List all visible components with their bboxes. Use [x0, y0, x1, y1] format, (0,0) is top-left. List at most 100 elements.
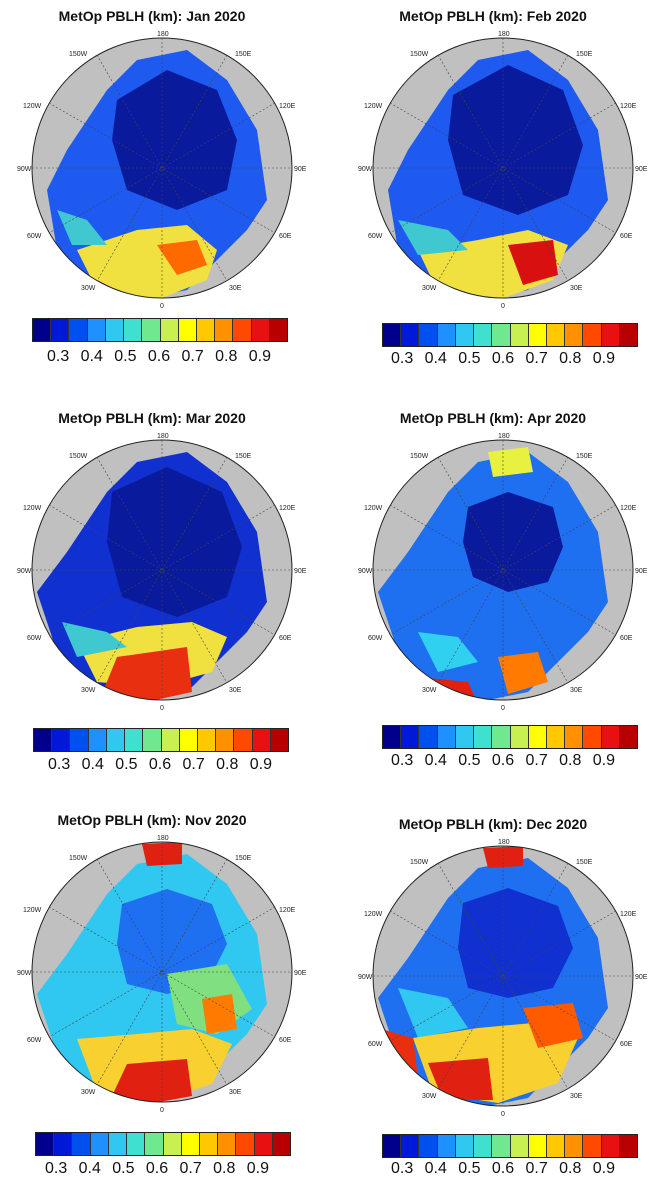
colorbar-tick: 0.6 — [145, 1160, 169, 1177]
colorbar-cell — [583, 1135, 602, 1157]
colorbar-cell — [474, 726, 493, 748]
colorbar-tick: 0.4 — [424, 752, 447, 769]
lon-label-120w: 120W — [364, 505, 383, 512]
colorbar-cell — [546, 324, 566, 346]
colorbar-cell — [437, 726, 456, 748]
lon-label-180: 180 — [498, 839, 510, 846]
lon-label-30w: 30W — [81, 285, 96, 292]
lon-label-150e: 150E — [235, 453, 252, 460]
colorbar-cell — [272, 1133, 291, 1155]
lon-label-0: 0 — [160, 303, 164, 310]
colorbar-ticks: 0.3 0.4 0.5 0.6 0.7 0.8 0.9 — [391, 752, 615, 770]
lon-label-150e: 150E — [576, 51, 593, 58]
lon-label-30e: 30E — [570, 687, 583, 694]
colorbar-cell — [383, 726, 402, 748]
lon-label-120w: 120W — [364, 103, 383, 110]
colorbar-cell — [528, 1135, 547, 1157]
colorbar-tick: 0.7 — [525, 350, 548, 367]
colorbar-cell — [455, 1135, 475, 1157]
colorbar-cell — [69, 319, 88, 341]
colorbar-cell — [178, 319, 197, 341]
lon-label-60e: 60E — [279, 635, 292, 642]
colorbar-cell — [601, 726, 620, 748]
colorbar-tick: 0.7 — [181, 348, 204, 365]
lon-label-150e: 150E — [235, 855, 252, 862]
colorbar-cell — [160, 319, 179, 341]
colorbar-tick: 0.7 — [182, 756, 205, 773]
colorbar — [33, 728, 289, 752]
lon-label-120e: 120E — [279, 103, 296, 110]
lon-label-30w: 30W — [81, 687, 96, 694]
lon-label-90w: 90W — [17, 970, 32, 977]
lon-label-150w: 150W — [69, 453, 88, 460]
lon-label-120e: 120E — [279, 505, 296, 512]
colorbar-tick: 0.3 — [391, 752, 414, 769]
lon-label-180: 180 — [498, 433, 510, 440]
colorbar-tick: 0.9 — [592, 350, 615, 367]
lon-label-60e: 60E — [620, 635, 633, 642]
colorbar-tick: 0.4 — [81, 756, 104, 773]
lon-label-90e: 90E — [294, 568, 307, 575]
colorbar-cell — [474, 1135, 493, 1157]
lon-label-150w: 150W — [69, 855, 88, 862]
colorbar-cell — [51, 319, 70, 341]
lon-label-60w: 60W — [27, 1037, 42, 1044]
ocean-teal-region — [57, 210, 107, 245]
colorbar-cell — [565, 1135, 584, 1157]
colorbar-cell — [33, 319, 52, 341]
ocean-hot-region — [428, 1058, 493, 1100]
lon-label-90w: 90W — [17, 568, 32, 575]
ocean-hot-region — [102, 647, 192, 700]
colorbar-cell — [619, 1135, 638, 1157]
colorbar-cell — [383, 324, 402, 346]
colorbar-tick: 0.6 — [491, 1160, 515, 1177]
colorbar-cell — [36, 1133, 55, 1155]
lon-label-30e: 30E — [570, 285, 583, 292]
lon-label-0: 0 — [501, 303, 505, 310]
colorbar-cell — [161, 729, 180, 751]
graticule — [32, 38, 292, 298]
graticule — [373, 38, 633, 298]
ocean-cyan-region — [418, 632, 478, 672]
colorbar-cell — [88, 729, 107, 751]
colorbar-tick: 0.5 — [458, 752, 481, 769]
colorbar-cell — [528, 324, 547, 346]
colorbar-tick: 0.8 — [213, 1160, 236, 1177]
lon-label-90e: 90E — [294, 166, 307, 173]
colorbar-cell — [215, 319, 234, 341]
lon-label-120e: 120E — [620, 505, 637, 512]
lon-label-30w: 30W — [422, 1093, 437, 1100]
colorbar-cell — [236, 1133, 255, 1155]
colorbar-cell — [401, 324, 420, 346]
colorbar-tick: 0.8 — [559, 1160, 582, 1177]
polar-map: 180 150E 120E 90E 60E 30E 0 30W 60W 90W … — [358, 839, 648, 1118]
colorbar-tick: 0.6 — [491, 752, 515, 769]
colorbar-cell — [124, 319, 143, 341]
colorbar-cell — [583, 726, 602, 748]
ocean-arctic-core — [112, 70, 237, 210]
colorbar-tick: 0.5 — [115, 756, 138, 773]
colorbar-cell — [163, 1133, 182, 1155]
colorbar-cell — [216, 729, 235, 751]
colorbar-cell — [270, 729, 289, 751]
ocean-arctic-core — [463, 492, 563, 592]
lon-label-150e: 150E — [235, 51, 252, 58]
colorbar-tick: 0.9 — [592, 1160, 615, 1177]
colorbar — [35, 1132, 291, 1156]
colorbar-cell — [34, 729, 53, 751]
colorbar-tick: 0.9 — [249, 756, 272, 773]
lon-label-150w: 150W — [410, 453, 429, 460]
colorbar-tick: 0.6 — [147, 348, 171, 365]
colorbar-cell — [455, 726, 475, 748]
lon-label-0: 0 — [160, 705, 164, 712]
lon-label-120w: 120W — [364, 911, 383, 918]
colorbar-cell — [233, 319, 252, 341]
colorbar-cell — [528, 726, 547, 748]
colorbar-tick: 0.9 — [592, 752, 615, 769]
colorbar-cell — [127, 1133, 146, 1155]
lon-label-60e: 60E — [620, 1041, 633, 1048]
lon-label-120w: 120W — [23, 907, 42, 914]
map-panel-mar: MetOp PBLH (km): Mar 2020 180 150E 120E … — [17, 410, 317, 790]
ocean-arctic-core — [458, 888, 573, 998]
colorbar-cell — [619, 324, 638, 346]
